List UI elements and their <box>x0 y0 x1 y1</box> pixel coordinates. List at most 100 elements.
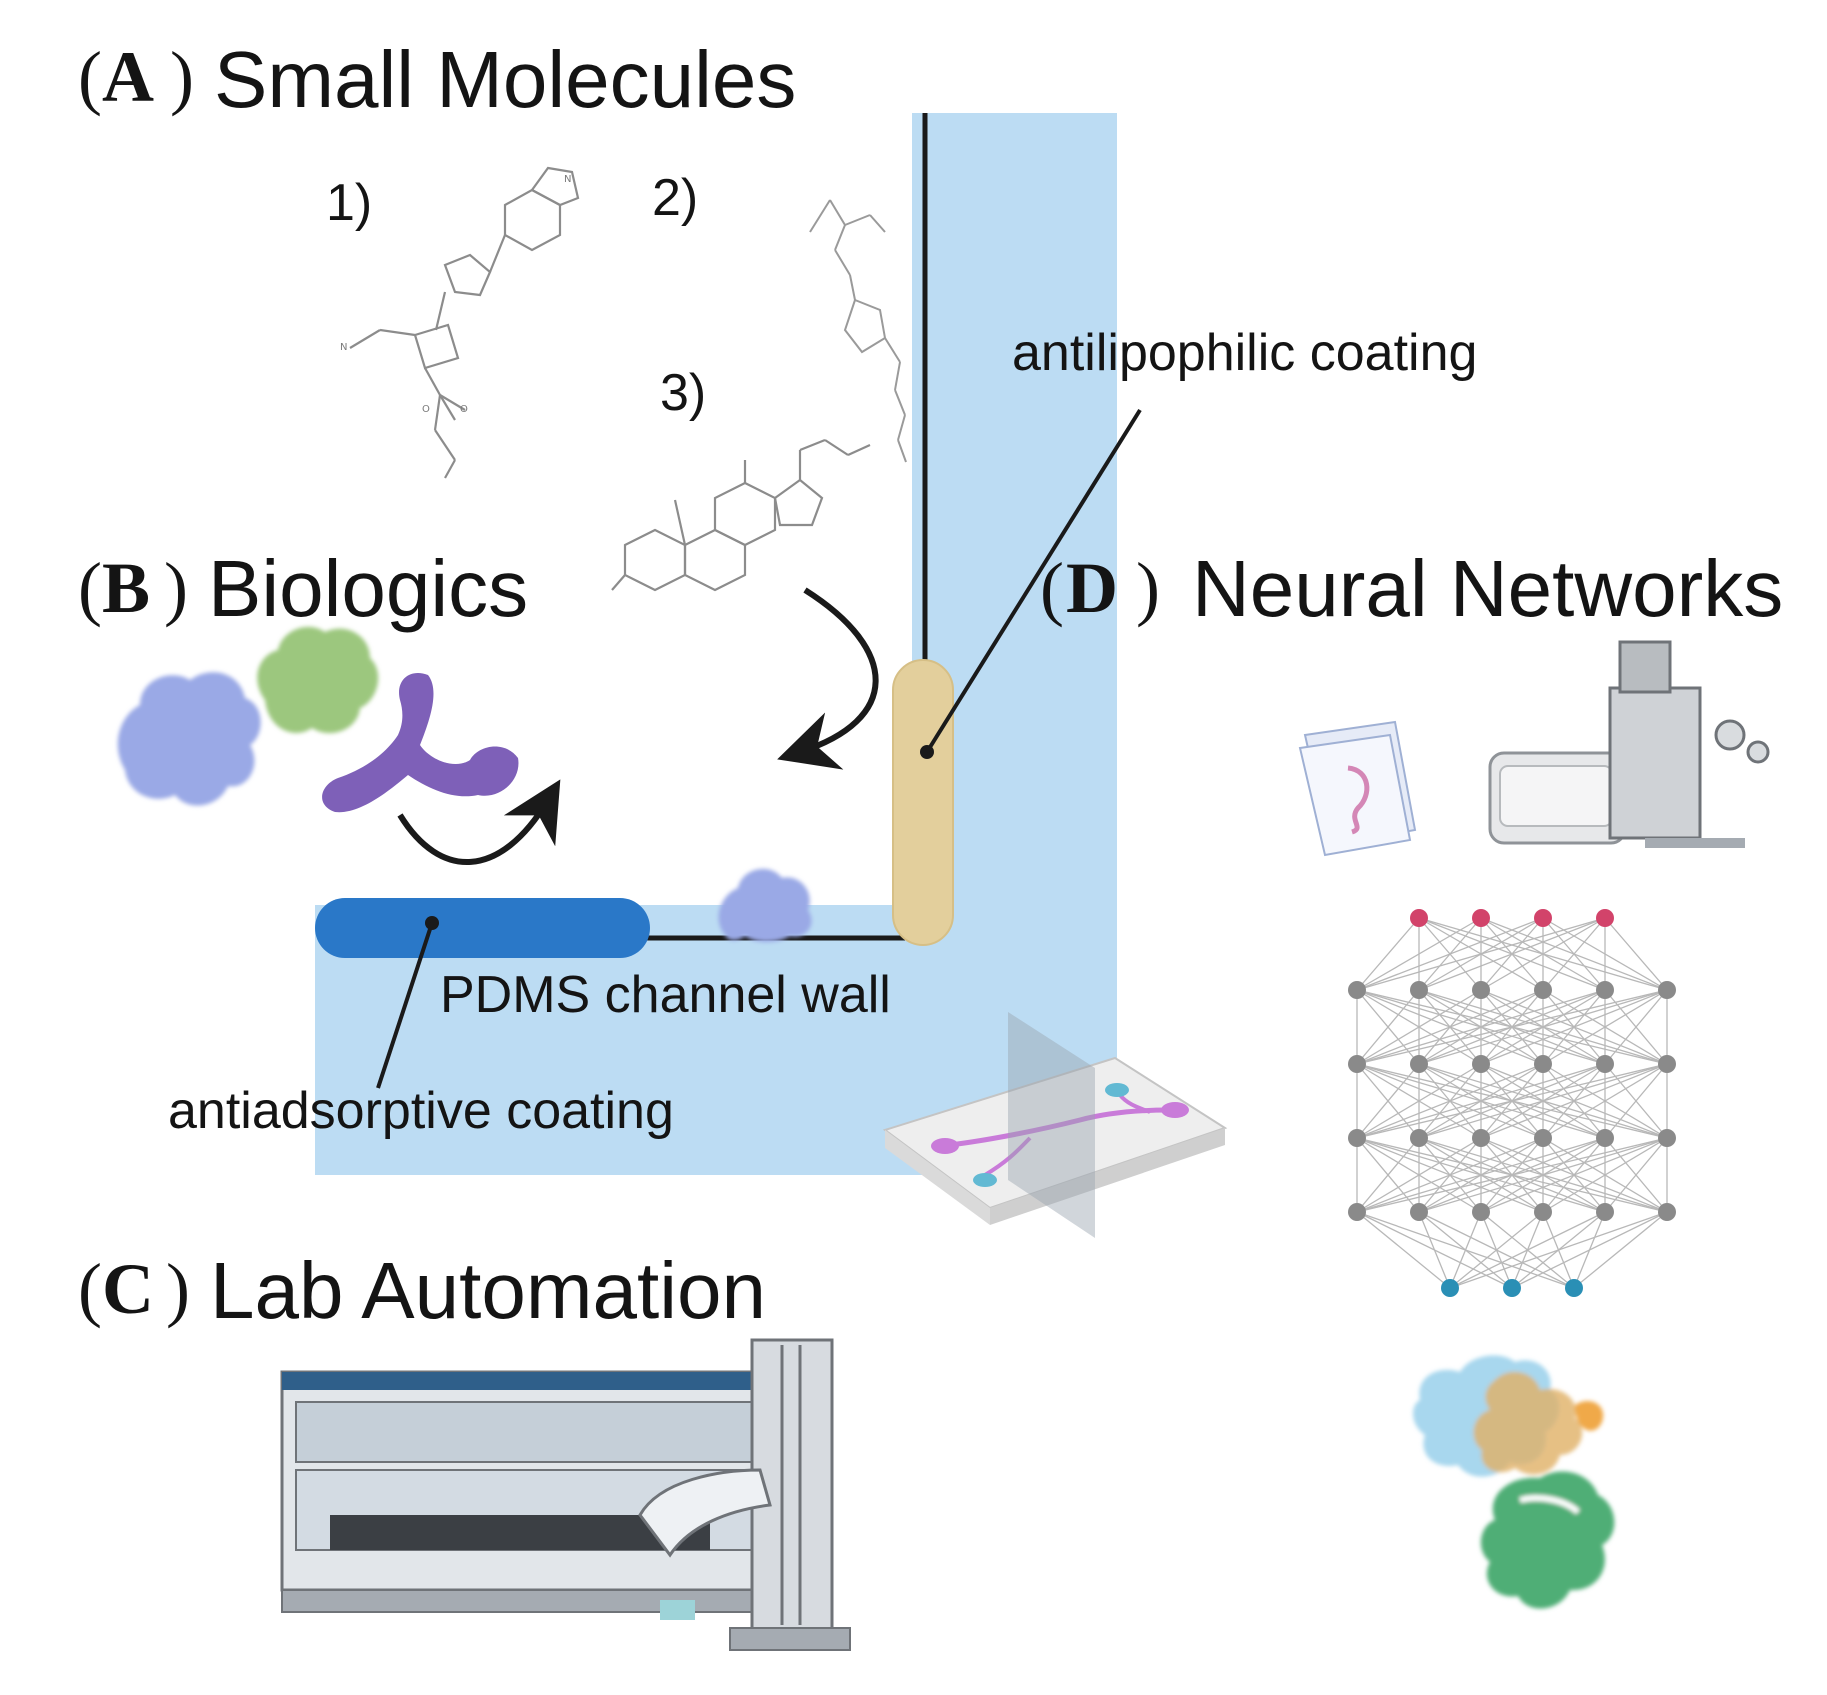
hidden-node <box>1472 1203 1490 1221</box>
adsorbed-protein-icon <box>718 868 812 942</box>
molecule-2-label: 2) <box>652 169 698 227</box>
network-edge <box>1356 1137 1420 1213</box>
network-edge <box>1356 1137 1544 1213</box>
panel-c-title: ( C ) Lab Automation <box>78 1246 766 1335</box>
neural-network-diagram <box>1348 909 1676 1297</box>
network-edge <box>1449 1211 1668 1289</box>
molecule-3-label: 3) <box>660 364 706 422</box>
network-edge <box>1356 917 1482 991</box>
panel-a-letter: A <box>102 37 154 117</box>
network-edge <box>1449 1211 1606 1289</box>
hidden-node <box>1410 1055 1428 1073</box>
svg-text:O: O <box>460 404 468 415</box>
output-node <box>1565 1279 1583 1297</box>
network-edge <box>1356 917 1606 991</box>
folded-protein-icon <box>1413 1355 1615 1609</box>
panel-a-title: ( A ) Small Molecules <box>78 35 796 124</box>
svg-text:(: ( <box>78 1249 102 1329</box>
network-edge <box>1542 917 1606 991</box>
antiadsorptive-coating-label: antiadsorptive coating <box>168 1082 674 1140</box>
network-edge <box>1356 1137 1668 1213</box>
hidden-node <box>1596 981 1614 999</box>
network-edge <box>1480 1137 1668 1213</box>
antilipophilic-leader-line <box>925 408 1142 754</box>
antilipophilic-coating-bar <box>892 659 954 946</box>
hidden-node <box>1410 1129 1428 1147</box>
svg-text:O: O <box>422 404 430 415</box>
network-edge <box>1604 917 1668 991</box>
network-edge <box>1449 1211 1482 1289</box>
network-edge <box>1356 917 1420 991</box>
molecule-2-structure-icon <box>809 199 907 463</box>
hidden-node <box>1534 1129 1552 1147</box>
network-edge <box>1604 1063 1668 1139</box>
svg-text:(: ( <box>78 37 102 117</box>
panel-a-heading: Small Molecules <box>214 35 796 124</box>
svg-text:): ) <box>170 37 194 117</box>
antibody-icon <box>322 672 519 813</box>
network-edge <box>1542 1063 1668 1139</box>
hidden-node <box>1658 1055 1676 1073</box>
slide-stack-icon <box>1298 720 1417 857</box>
network-edge <box>1356 989 1544 1065</box>
antiadsorptive-leader-line <box>376 922 434 1089</box>
svg-text:): ) <box>164 548 188 628</box>
panel-d-title: ( D ) Neural Networks <box>1040 544 1783 633</box>
hidden-node <box>1472 981 1490 999</box>
output-node <box>1441 1279 1459 1297</box>
microscope-icon <box>1488 640 1770 848</box>
protein-green-icon <box>257 626 379 734</box>
liquid-handler-icon <box>280 1338 851 1651</box>
hidden-node <box>1410 1203 1428 1221</box>
molecule-1-label: 1) <box>326 174 372 232</box>
svg-text:N: N <box>564 174 571 185</box>
antiadsorptive-coating-bar <box>315 898 650 958</box>
network-edge <box>1511 1211 1668 1289</box>
hidden-node <box>1348 1055 1366 1073</box>
network-edge <box>1356 1137 1482 1213</box>
output-node <box>1503 1279 1521 1297</box>
network-edge <box>1542 1137 1668 1213</box>
network-edge <box>1356 989 1420 1065</box>
hidden-node <box>1348 1129 1366 1147</box>
network-edge <box>1356 989 1668 1065</box>
hidden-node <box>1596 1055 1614 1073</box>
molecule-flow-arrow <box>777 587 879 770</box>
biologic-flow-arrow <box>397 779 561 865</box>
svg-text:(: ( <box>78 548 102 628</box>
pdms-channel-wall-label: PDMS channel wall <box>440 966 891 1024</box>
network-edge <box>1418 1063 1668 1139</box>
hidden-node <box>1596 1129 1614 1147</box>
input-node <box>1534 909 1552 927</box>
hidden-node <box>1348 981 1366 999</box>
svg-text:): ) <box>1136 548 1160 628</box>
network-edge <box>1604 1137 1668 1213</box>
hidden-node <box>1534 981 1552 999</box>
panel-d-letter: D <box>1066 548 1118 628</box>
hidden-node <box>1596 1203 1614 1221</box>
hidden-node <box>1658 1203 1676 1221</box>
panel-b-letter: B <box>102 548 150 628</box>
network-edge <box>1418 917 1606 991</box>
network-edge <box>1542 989 1668 1065</box>
protein-blob-icon <box>117 672 261 806</box>
input-node <box>1472 909 1490 927</box>
network-edge <box>1480 989 1668 1065</box>
panel-c-heading: Lab Automation <box>210 1246 766 1335</box>
hidden-node <box>1472 1129 1490 1147</box>
molecule-1-structure-icon <box>349 166 580 479</box>
molecule-3-structure-icon <box>611 438 871 592</box>
hidden-node <box>1410 981 1428 999</box>
hidden-node <box>1348 1203 1366 1221</box>
microfluidic-chip-icon <box>882 1012 1228 1238</box>
svg-text:): ) <box>166 1249 190 1329</box>
network-edge <box>1418 1137 1668 1213</box>
network-edge <box>1356 989 1482 1065</box>
network-edge <box>1356 1063 1420 1139</box>
antilipophilic-coating-label: antilipophilic coating <box>1012 324 1477 382</box>
svg-text:(: ( <box>1040 548 1064 628</box>
panel-b-heading: Biologics <box>208 544 528 633</box>
hidden-node <box>1534 1203 1552 1221</box>
